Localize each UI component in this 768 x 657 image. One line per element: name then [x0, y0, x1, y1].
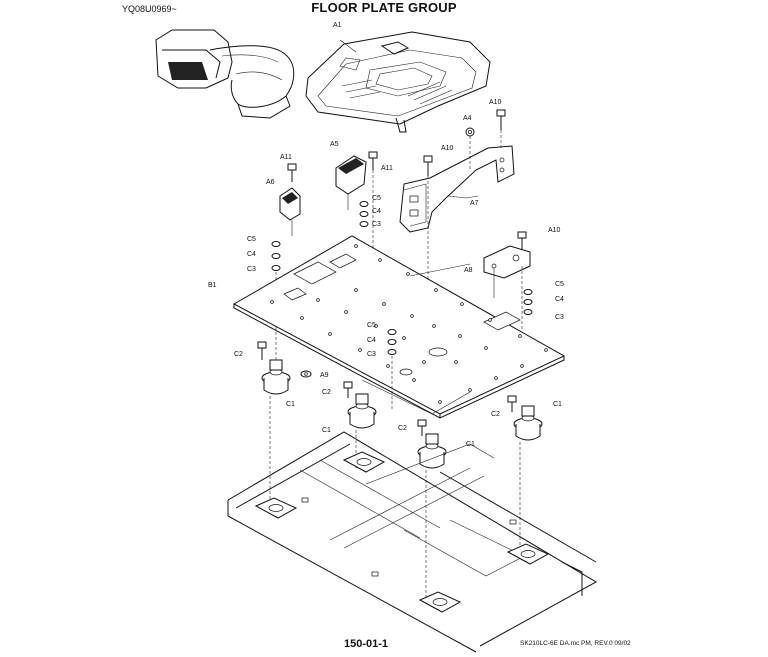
callout-c1-left: C1	[286, 401, 295, 408]
callout-c4-left: C4	[247, 251, 256, 258]
callout-c3-left: C3	[247, 266, 256, 273]
callout-c3-center: C3	[372, 221, 381, 228]
mount-c1-left	[261, 359, 291, 500]
callout-c5-mid: C5	[367, 322, 376, 329]
callout-a10-mid: A10	[441, 145, 454, 152]
callout-c1-center: C1	[322, 427, 331, 434]
washer-stack-left	[271, 241, 281, 360]
page-number: 150-01-1	[344, 638, 389, 650]
callout-a11-center: A11	[381, 165, 393, 172]
callout-a8: A8	[464, 267, 473, 274]
callout-c5-left: C5	[247, 236, 256, 243]
bolt-a10-right	[517, 231, 527, 330]
callout-c3-mid: C3	[367, 351, 376, 358]
bolt-c2-front	[417, 419, 427, 436]
callout-c4-center: C4	[372, 208, 381, 215]
callout-a10-right: A10	[548, 227, 561, 234]
washer-stack-mid	[387, 329, 397, 410]
washer-stack-center	[359, 201, 369, 227]
callout-c2-front: C2	[398, 425, 407, 432]
page-title: FLOOR PLATE GROUP	[311, 0, 457, 15]
callout-c5-right: C5	[555, 281, 564, 288]
callout-a10-top: A10	[489, 99, 502, 106]
pedal-a6	[279, 187, 301, 236]
upper-frame	[227, 431, 598, 653]
mount-c1-front	[417, 433, 447, 600]
callout-c3-right: C3	[555, 314, 564, 321]
seat-inset-illustration	[155, 29, 295, 119]
callout-c2-left: C2	[234, 351, 243, 358]
floor-plate-b1	[232, 235, 566, 419]
callout-a7: A7	[470, 200, 479, 207]
callout-c5-center: C5	[372, 195, 381, 202]
bolt-a10-mid	[423, 155, 433, 360]
mount-c1-center	[347, 393, 377, 470]
callout-c4-mid: C4	[367, 337, 376, 344]
callout-b1: B1	[208, 282, 217, 289]
callout-c2-right: C2	[491, 411, 500, 418]
nut-a4	[465, 127, 475, 170]
pedal-a5	[335, 155, 367, 210]
callout-a6: A6	[266, 179, 275, 186]
callout-c2-center: C2	[322, 389, 331, 396]
callout-c1-right: C1	[553, 401, 562, 408]
drawing-ref-code: YQ08U0969~	[122, 4, 177, 14]
bracket-a7	[399, 145, 515, 233]
bolt-c2-center	[343, 381, 353, 398]
bolt-c2-left	[257, 341, 267, 360]
floor-mat-a1	[305, 31, 491, 133]
mount-c1-right	[513, 405, 543, 550]
callout-a11-left: A11	[280, 154, 292, 161]
callout-a1: A1	[333, 22, 342, 29]
model-revision: SK210LC-6E DA.mc PM, REV.0 09/02	[520, 640, 631, 647]
callout-a9: A9	[320, 372, 329, 379]
callout-a5: A5	[330, 141, 339, 148]
bolt-a11-center	[368, 151, 378, 260]
bracket-a8	[483, 245, 531, 298]
bolt-a11-left	[287, 163, 297, 182]
washer-stack-right	[523, 289, 533, 315]
callout-c4-right: C4	[555, 296, 564, 303]
nut-a9	[300, 370, 312, 378]
callout-a4: A4	[463, 115, 472, 122]
bolt-a10-top	[496, 109, 506, 150]
bolt-c2-right	[507, 395, 517, 412]
